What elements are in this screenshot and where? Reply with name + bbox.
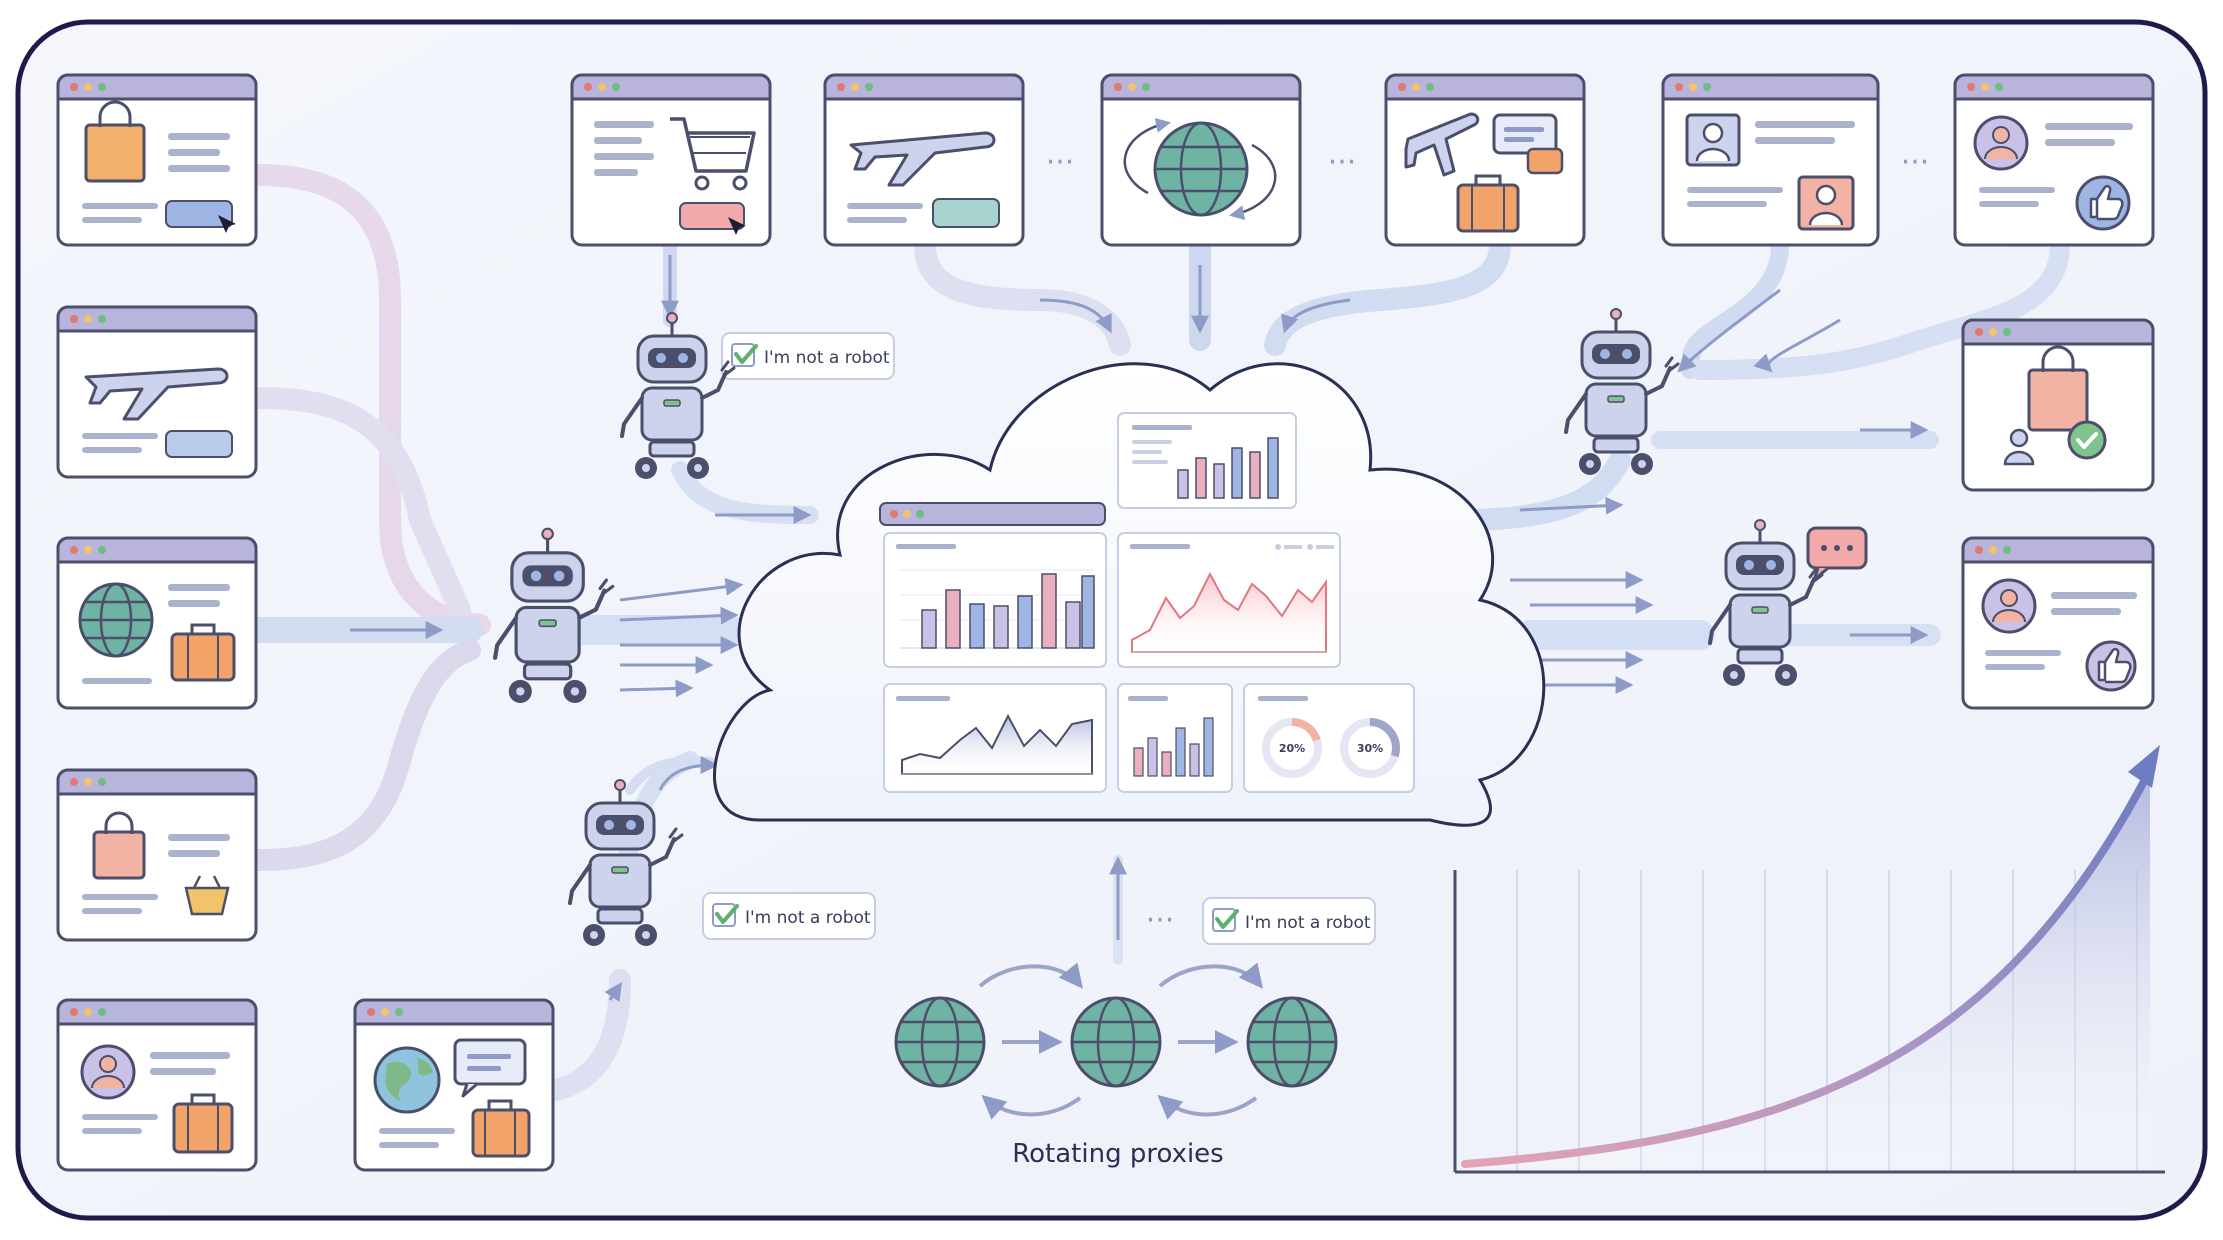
captcha-label: I'm not a robot <box>764 348 890 368</box>
panel-gauges: 20% 30% <box>1243 683 1415 793</box>
shopping-cart-icon <box>670 117 756 191</box>
checkmark-icon <box>734 344 758 364</box>
growth-curve <box>1461 766 2154 1168</box>
captcha-label: I'm not a robot <box>745 908 871 928</box>
shopping-bag-icon <box>2027 345 2089 432</box>
suitcase-icon <box>172 1093 234 1154</box>
panel-mini-bars-top <box>1117 412 1297 509</box>
captcha-badge-bottom[interactable]: I'm not a robot <box>1202 897 1376 945</box>
window-profiles-top <box>1661 73 1880 247</box>
earth-icon <box>373 1046 441 1114</box>
window-shopping-basket-left <box>56 768 258 942</box>
window-global-top <box>1100 73 1302 247</box>
chat-bubble-icon <box>1492 113 1564 175</box>
window-profile-like-right <box>1961 536 2155 710</box>
thumbs-up-icon <box>2085 640 2137 692</box>
suitcase-icon <box>170 623 236 682</box>
panel-bar-chart <box>883 532 1107 668</box>
window-shopping-cart-top <box>570 73 772 247</box>
captcha-badge-middle[interactable]: I'm not a robot <box>702 892 876 940</box>
suitcase-icon <box>1456 174 1520 233</box>
checkmark-icon <box>1215 909 1239 929</box>
rotating-proxies: Rotating proxies <box>894 962 1338 1169</box>
gauge-left-label: 20% <box>1279 742 1305 755</box>
shopping-bag-icon <box>92 811 146 880</box>
gauge-left <box>1262 718 1322 778</box>
growth-arrow-head <box>2128 745 2160 788</box>
growth-chart <box>1453 745 2165 1174</box>
growth-area <box>1465 770 2150 1172</box>
ellipsis-2: ··· <box>1328 145 1357 180</box>
chat-bubble-icon <box>453 1038 527 1098</box>
proxy-globe-3 <box>1246 996 1338 1088</box>
ellipsis-1: ··· <box>1046 145 1075 180</box>
window-flights-left <box>56 305 258 479</box>
checkbox[interactable] <box>1212 908 1236 932</box>
globe-icon <box>894 996 986 1088</box>
airplane-icon <box>849 131 996 187</box>
profile-card-icon <box>1797 175 1855 231</box>
cursor-icon <box>218 215 236 233</box>
shopping-bag-icon <box>84 100 146 183</box>
profile-card-icon <box>1685 113 1741 167</box>
gauge-right <box>1340 718 1400 778</box>
avatar-icon <box>1973 115 2029 171</box>
ellipsis-3: ··· <box>1901 145 1930 180</box>
airplane-icon <box>84 367 229 421</box>
avatar-icon <box>80 1044 136 1100</box>
panel-area-chart <box>1117 532 1341 668</box>
ellipsis-4: ··· <box>1146 903 1175 938</box>
window-travel-globe-left <box>56 536 258 710</box>
globe-icon <box>78 582 154 658</box>
checkbox[interactable] <box>731 343 755 367</box>
window-order-confirmed-right <box>1961 318 2155 492</box>
checkmark-icon <box>715 904 739 924</box>
proxy-globe-2 <box>1070 996 1162 1088</box>
gauge-right-label: 30% <box>1357 742 1383 755</box>
window-shopping-top-left <box>56 73 258 247</box>
proxies-caption: Rotating proxies <box>1012 1139 1223 1169</box>
airplane-icon <box>1404 112 1480 177</box>
user-icon <box>2003 428 2035 466</box>
check-badge-icon <box>2067 420 2107 460</box>
cursor-icon <box>728 217 746 235</box>
thumbs-up-icon <box>2075 175 2131 231</box>
panel-small-bars <box>1117 683 1233 793</box>
flow-arrows <box>350 255 1929 1002</box>
captcha-label: I'm not a robot <box>1245 913 1371 933</box>
avatar-icon <box>1981 578 2037 634</box>
panel-line-chart <box>883 683 1107 793</box>
window-profile-like-top-right <box>1953 73 2155 247</box>
dashboard-window: 20% 30% <box>879 412 1415 793</box>
robot-icon <box>620 312 736 479</box>
window-profile-bottom-left <box>56 998 258 1172</box>
window-travel-chat-bottom <box>353 998 555 1172</box>
speech-bubble-icon <box>1806 526 1868 582</box>
globe-icon <box>1123 117 1277 221</box>
suitcase-icon <box>471 1099 531 1158</box>
checkbox[interactable] <box>712 903 736 927</box>
window-travel-booking-top <box>1384 73 1586 247</box>
window-flight-booking-top <box>823 73 1025 247</box>
basket-icon <box>184 875 230 916</box>
captcha-badge-top[interactable]: I'm not a robot <box>721 332 895 380</box>
